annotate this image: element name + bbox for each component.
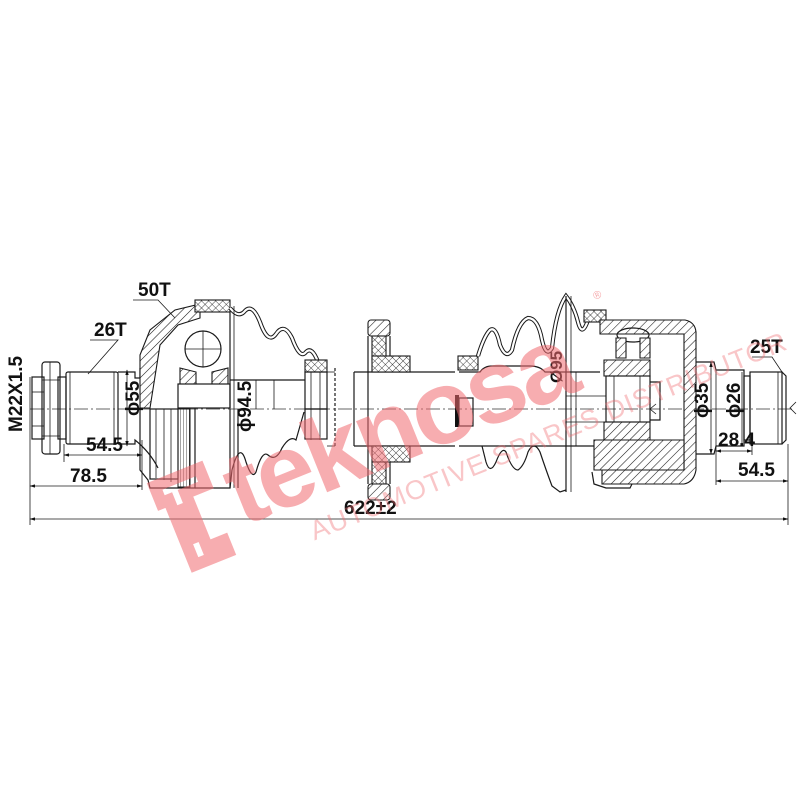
dimensions — [29, 296, 789, 525]
right-inner-tripod-joint — [566, 319, 697, 489]
dimension-labels: M22X1.5 26T 50T ϕ55 ϕ94.5 54.5 78.5 622±… — [6, 280, 783, 519]
spline-diameter-label: ϕ26 — [724, 383, 745, 418]
abs-ring-teeth-label: 50T — [138, 280, 171, 301]
seal-diameter-label: ϕ35 — [692, 382, 713, 418]
inner-spline-teeth-label: 25T — [750, 337, 783, 358]
watermark-registered: ® — [591, 289, 603, 303]
shaft-diameter-label: ϕ55 — [123, 380, 144, 416]
left-stub-length-label: 78.5 — [70, 466, 107, 487]
right-boot — [457, 292, 607, 493]
overall-length-label: 622±2 — [344, 498, 397, 519]
right-spline-length-label: 28.4 — [718, 430, 755, 451]
right-stub — [696, 361, 797, 455]
thread-label: M22X1.5 — [6, 356, 27, 432]
outer-spline-teeth-label: 26T — [94, 320, 127, 341]
boot-diameter-right-label: Ø95 — [547, 351, 566, 383]
left-boot — [228, 306, 336, 489]
boot-diameter-left-label: ϕ94.5 — [235, 380, 256, 432]
left-spline-length-label: 54.5 — [86, 435, 123, 456]
left-outer-cv-joint — [139, 299, 231, 489]
right-stub-length-label: 54.5 — [738, 460, 775, 481]
brand-logo-icon — [146, 460, 237, 573]
center-support-bearing — [367, 319, 411, 501]
